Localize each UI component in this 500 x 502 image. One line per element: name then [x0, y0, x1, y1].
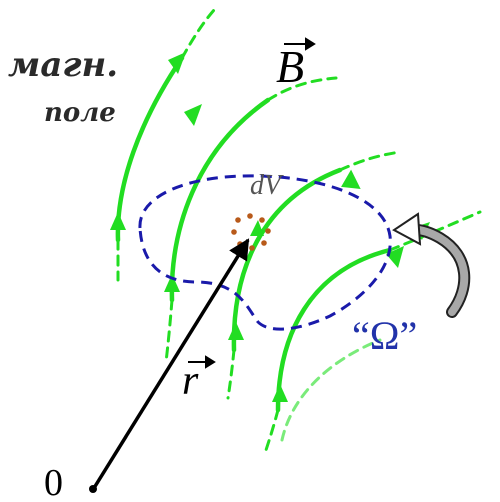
field-arrow-2b: [164, 274, 180, 292]
field-arrow-1a: [168, 52, 186, 74]
field-line-4: [275, 247, 393, 413]
field-symbol-label: B: [276, 41, 305, 92]
field-arrow-4a: [386, 246, 404, 268]
position-vector-label: r: [182, 358, 199, 404]
field-lines: [115, 55, 393, 413]
curved-arrow-icon: [392, 212, 471, 318]
field-line-2: [169, 97, 271, 303]
vector-overarrows: [188, 37, 316, 369]
volume-element-label: dV: [250, 170, 282, 201]
field-arrow-1b: [110, 212, 126, 230]
field-arrow-3a: [341, 169, 361, 189]
region-label: “Ω”: [352, 313, 418, 358]
field-arrow-5: [250, 220, 264, 236]
field-arrowheads: [110, 52, 430, 402]
region-boundary: [138, 174, 392, 331]
position-vector: [92, 238, 250, 489]
field-line-1: [115, 55, 185, 243]
field-label-line2: поле: [44, 98, 116, 128]
origin-point: [89, 485, 97, 493]
field-label-line1: магн.: [8, 45, 119, 85]
field-arrow-3b: [228, 322, 244, 340]
origin-label: 0: [44, 462, 63, 502]
field-arrow-2a: [184, 104, 202, 126]
field-arrow-4b: [272, 384, 288, 402]
field-line-3: [231, 167, 343, 353]
